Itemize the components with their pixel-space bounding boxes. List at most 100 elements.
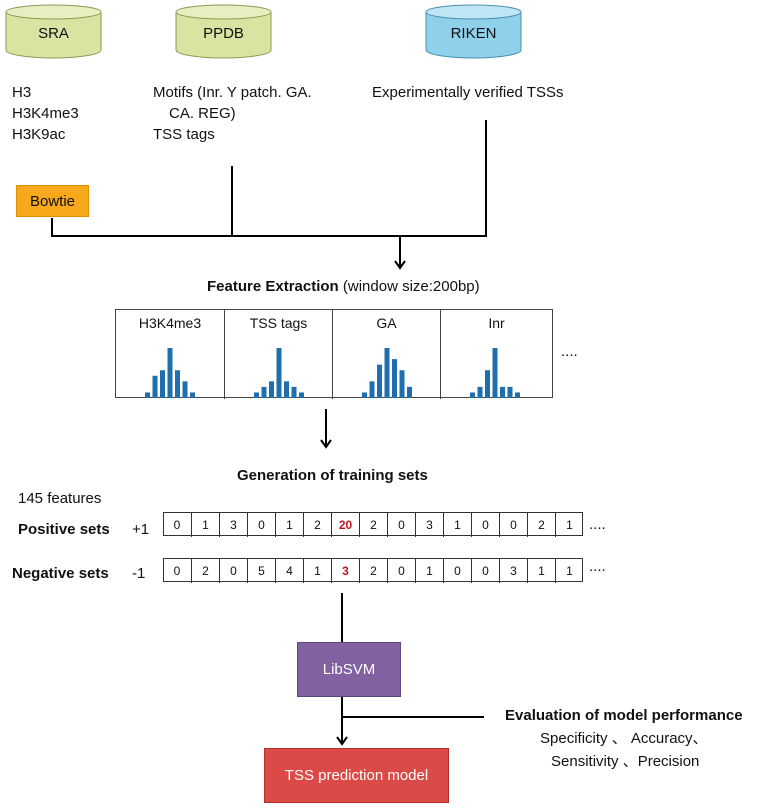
- sra-item: H3: [12, 84, 32, 101]
- vector-cell: 1: [303, 559, 331, 583]
- histogram: [470, 348, 520, 398]
- histogram-bar: [299, 392, 304, 398]
- sra-item: H3K4me3: [12, 105, 79, 122]
- vector-cell: 0: [219, 559, 247, 583]
- down-arrow-icon: [336, 697, 348, 746]
- vector-cell: 2: [191, 559, 219, 583]
- vector-cell: 3: [219, 513, 247, 537]
- db-riken-label: RIKEN: [450, 25, 497, 42]
- vector-cell: 5: [247, 559, 275, 583]
- histogram-bar: [276, 348, 282, 398]
- positive-sign: +1: [132, 521, 150, 538]
- vector-cell: 0: [173, 518, 181, 532]
- vector-cell: 0: [443, 559, 471, 583]
- ppdb-items: Motifs (Inr. Y patch. GA. CA. REG) TSS t…: [153, 82, 312, 145]
- histogram-bar: [377, 364, 382, 398]
- down-arrow-icon: [394, 235, 406, 270]
- vector-cell: 1: [415, 559, 443, 583]
- db-ppdb: PPDB: [175, 4, 272, 59]
- riken-item: Experimentally verified TSSs: [372, 84, 564, 101]
- feature-extraction-heading: Feature Extraction: [207, 278, 339, 295]
- histogram-bar: [492, 348, 498, 398]
- vector-cell: 4: [275, 559, 303, 583]
- histogram-bar: [145, 392, 150, 398]
- vector-cell: 1: [527, 559, 555, 583]
- histogram-bar: [500, 386, 505, 398]
- tss-model-box: TSS prediction model: [264, 748, 449, 803]
- histogram-bar: [160, 370, 165, 398]
- ppdb-item: CA. REG): [169, 105, 236, 122]
- bowtie-box: Bowtie: [16, 185, 89, 217]
- ppdb-item: TSS tags: [153, 126, 215, 143]
- connector: [51, 218, 53, 236]
- feature-extraction-title: Feature Extraction (window size:200bp): [207, 276, 480, 297]
- vector-cell: 1: [275, 513, 303, 537]
- positive-sets-label: Positive sets: [18, 521, 110, 538]
- db-ppdb-label: PPDB: [203, 25, 244, 42]
- histogram-bar: [477, 386, 483, 398]
- histogram-bar: [470, 392, 475, 398]
- vector-cell: 0: [471, 513, 499, 537]
- feature-label: TSS tags: [249, 315, 308, 331]
- db-sra: SRA: [5, 4, 102, 59]
- database-icon: [175, 4, 272, 59]
- negative-sign: -1: [132, 565, 146, 582]
- histogram-bar: [167, 348, 173, 398]
- feature-panel: Inr: [440, 310, 552, 399]
- libsvm-box: LibSVM: [297, 642, 401, 697]
- vector-cell: 0: [247, 513, 275, 537]
- feature-label: GA: [376, 315, 397, 331]
- vector-cell: 0: [471, 559, 499, 583]
- vector-cell: 2: [527, 513, 555, 537]
- evaluation-metrics-2: Sensitivity 、Precision: [551, 753, 700, 770]
- vector-cell: 0: [387, 513, 415, 537]
- sra-item: H3K9ac: [12, 126, 66, 143]
- histogram-bar: [392, 359, 397, 398]
- db-riken: RIKEN: [425, 4, 522, 59]
- histogram: [362, 348, 412, 398]
- connector: [342, 716, 484, 718]
- vector-cell: 3: [415, 513, 443, 537]
- histogram-bar: [269, 381, 274, 398]
- histogram-bar: [291, 386, 297, 398]
- histogram-bar: [407, 386, 412, 398]
- riken-items: Experimentally verified TSSs: [372, 82, 563, 103]
- connector: [51, 235, 487, 237]
- vector-cell: 0: [499, 513, 527, 537]
- vector-cell: 2: [359, 513, 387, 537]
- histogram-bar: [384, 348, 390, 398]
- vector-cell: 2: [303, 513, 331, 537]
- evaluation-title: Evaluation of model performance: [505, 707, 743, 724]
- negative-sets-label: Negative sets: [12, 565, 109, 582]
- histogram-bar: [175, 370, 180, 398]
- histogram-bar: [152, 375, 158, 398]
- features-ellipsis: ....: [561, 343, 578, 360]
- sra-items: H3 H3K4me3 H3K9ac: [12, 82, 79, 145]
- bowtie-label: Bowtie: [29, 192, 76, 210]
- feature-label: Inr: [488, 315, 505, 331]
- database-icon: [425, 4, 522, 59]
- vector-cell: 3: [499, 559, 527, 583]
- ppdb-item: Motifs (Inr. Y patch. GA.: [153, 84, 312, 101]
- histogram-bar: [190, 392, 195, 398]
- vector-cell: 1: [443, 513, 471, 537]
- histogram-bar: [369, 381, 375, 398]
- vector-cell: 1: [555, 513, 583, 537]
- vector-cell: 1: [191, 513, 219, 537]
- down-arrow-icon: [320, 409, 332, 449]
- training-title: Generation of training sets: [237, 467, 428, 484]
- histogram: [145, 348, 195, 398]
- feature-extraction-window: (window size:200bp): [338, 278, 480, 295]
- vector-cell: 3: [331, 559, 359, 583]
- feature-label: H3K4me3: [138, 315, 202, 331]
- feature-panel: TSS tags: [224, 310, 332, 399]
- vector-cell: 20: [331, 513, 359, 537]
- database-icon: [5, 4, 102, 59]
- histogram-bar: [362, 392, 367, 398]
- vector-cell: 1: [555, 559, 583, 583]
- db-sra-label: SRA: [38, 25, 69, 42]
- histogram-bar: [399, 370, 405, 398]
- connector: [231, 166, 233, 236]
- vector-cell: 0: [387, 559, 415, 583]
